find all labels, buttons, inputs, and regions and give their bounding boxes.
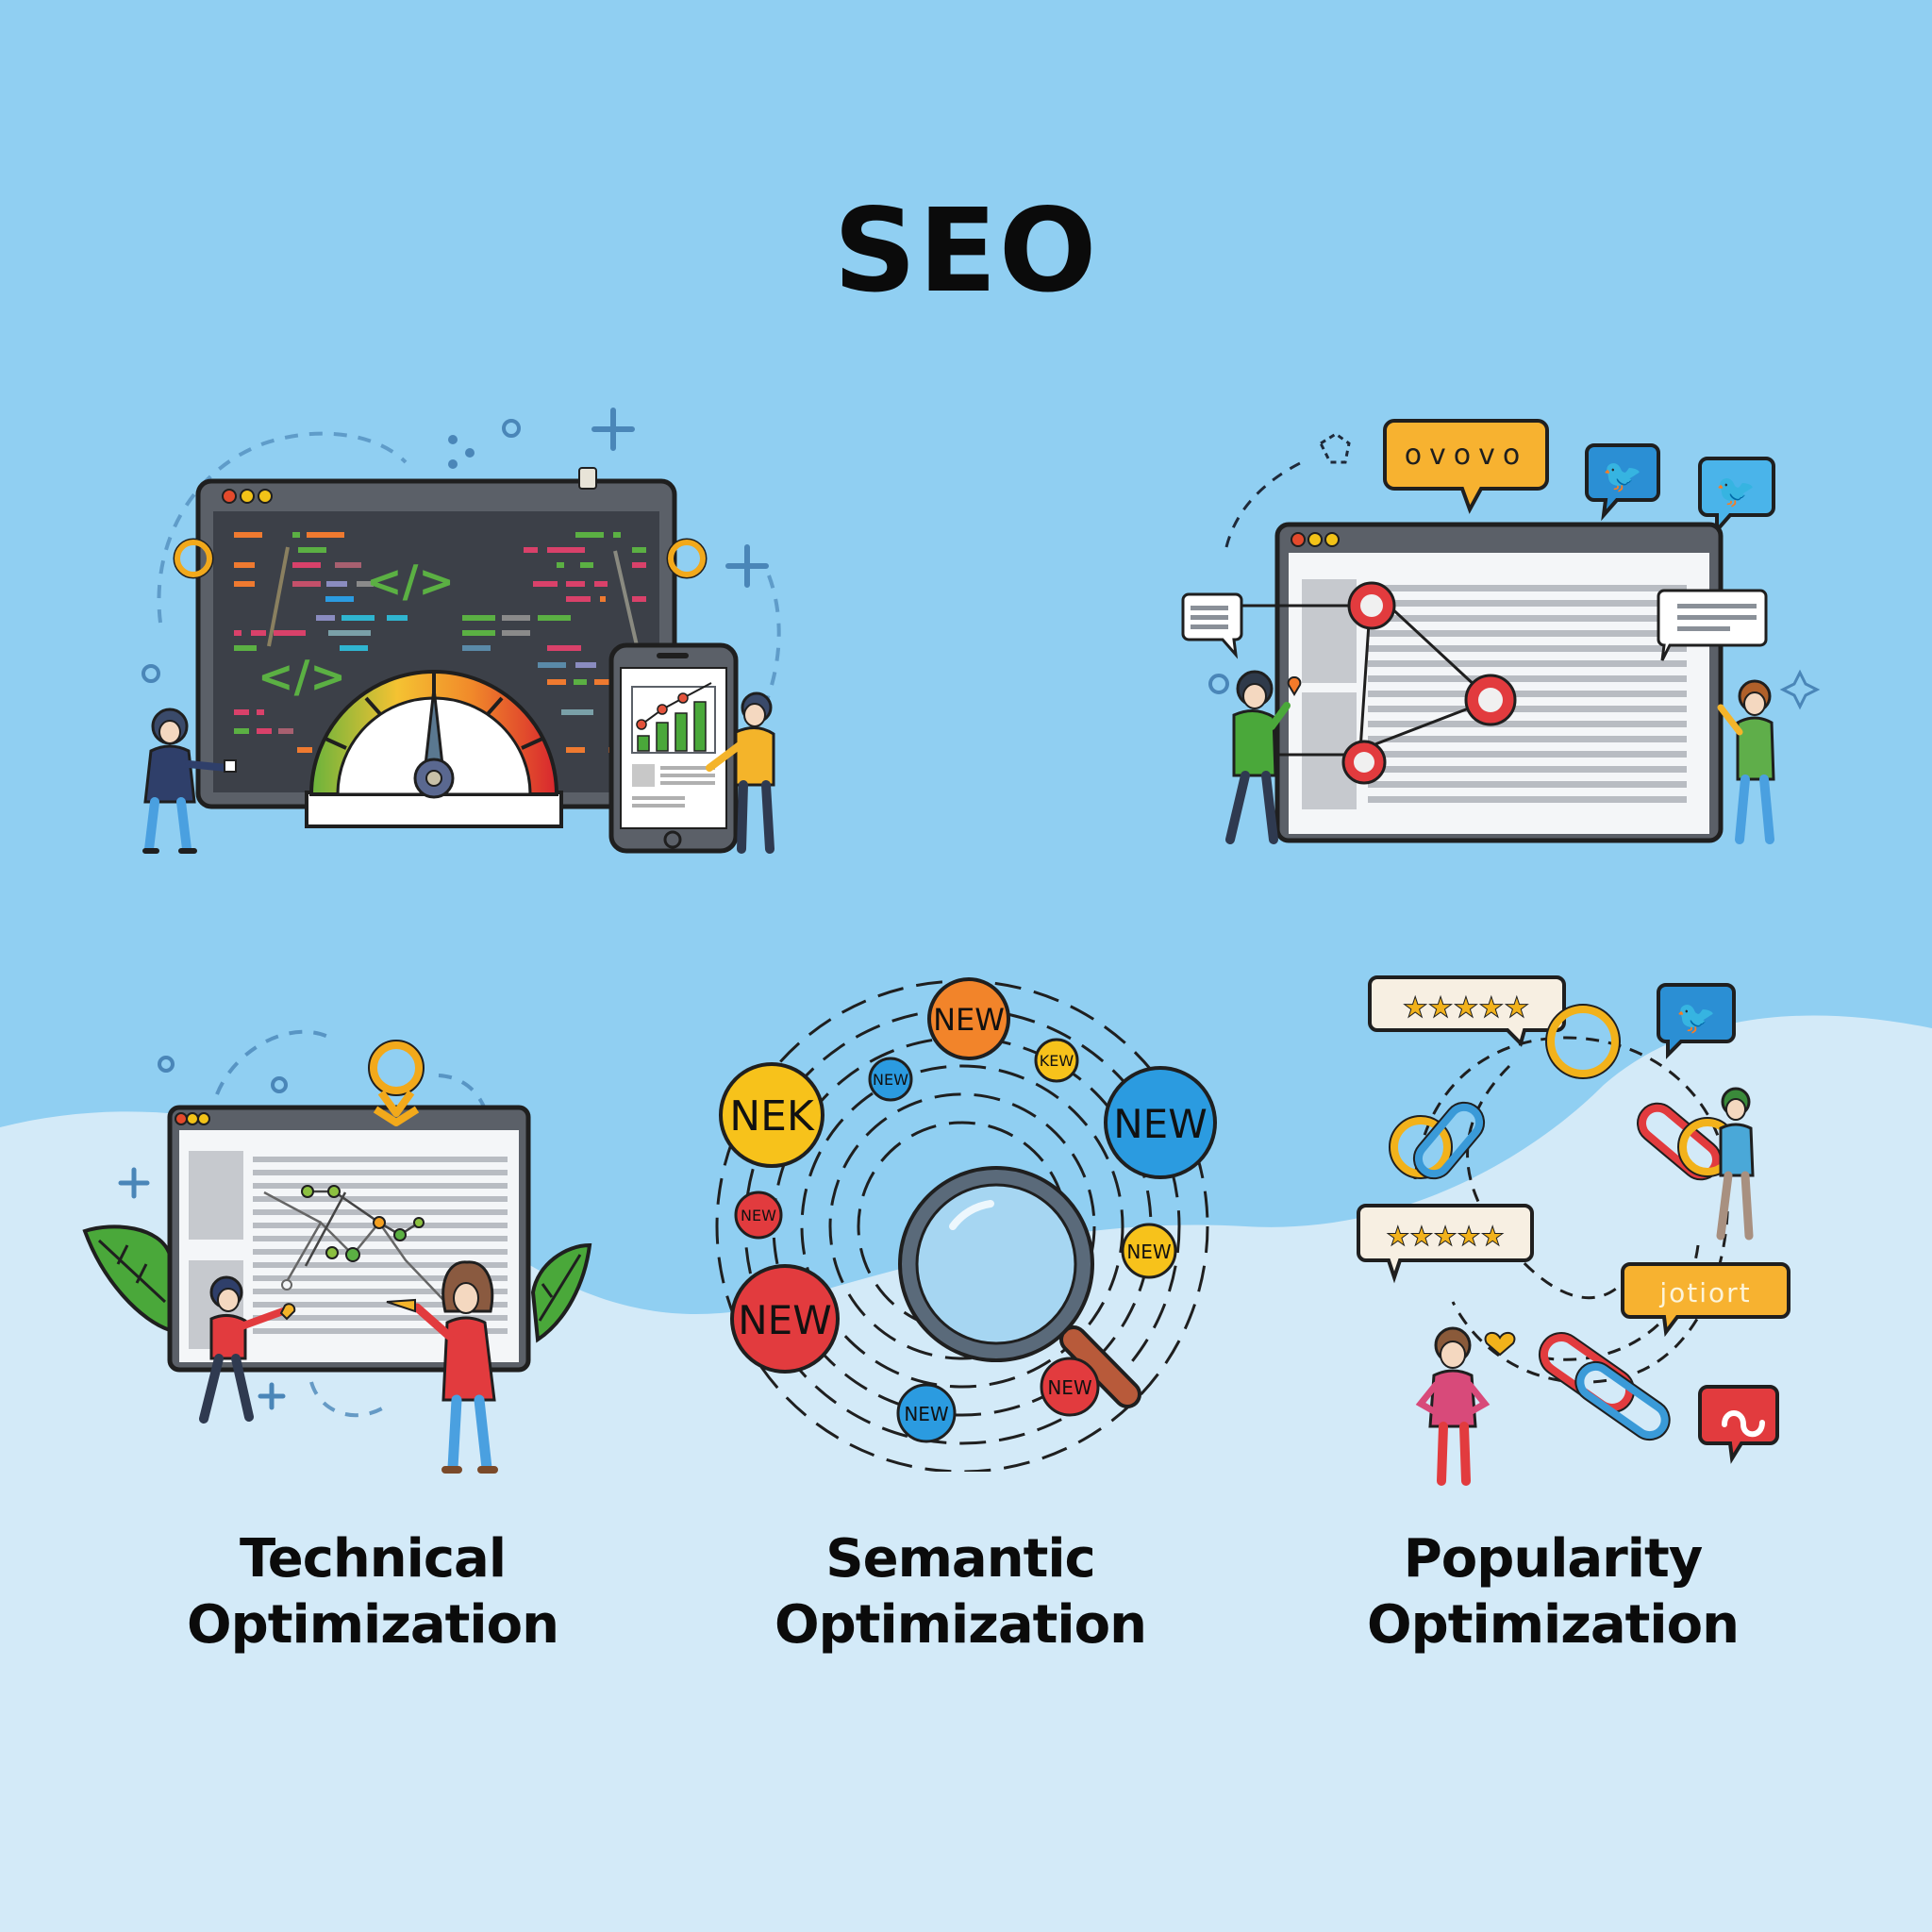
- keyword-bubble: NEW: [927, 977, 1010, 1060]
- ring-icon: [1545, 1004, 1621, 1079]
- keyword-bubble: NEW: [1104, 1066, 1217, 1179]
- window-dot-yellow: [240, 489, 255, 504]
- man-icon: [199, 1275, 296, 1424]
- svg-text:NEW: NEW: [741, 1207, 776, 1224]
- person-left: [142, 708, 237, 854]
- rating-bubble: ★★★★★: [1357, 1204, 1534, 1284]
- bubble-text: jotiort: [1658, 1277, 1751, 1308]
- svg-text:NEW: NEW: [1047, 1376, 1092, 1399]
- caption-popularity: Popularity Optimization: [1307, 1526, 1798, 1658]
- caption-line: Optimization: [1367, 1594, 1740, 1656]
- keyword-bubble: NEW: [1121, 1223, 1177, 1279]
- twitter-bird-icon: 🐦: [1698, 457, 1775, 536]
- code-speed-illustration: </> </>: [142, 408, 781, 854]
- person-right: [706, 691, 775, 854]
- chain-link-icon: [1637, 1102, 1738, 1181]
- svg-text:NEW: NEW: [1126, 1241, 1172, 1263]
- caption-line: Optimization: [774, 1594, 1147, 1656]
- caption-line: Semantic: [825, 1528, 1095, 1590]
- caption-semantic: Semantic Optimization: [715, 1526, 1206, 1658]
- network-graph: [1236, 581, 1517, 785]
- keyword-bubble: NEW: [896, 1383, 957, 1443]
- twitter-bird-icon: 🐦: [1657, 983, 1736, 1059]
- person-top: [1716, 1087, 1755, 1241]
- bubble-text: ovovo: [1405, 439, 1528, 472]
- chain-link-icon: [1538, 1332, 1671, 1441]
- caption-line: Popularity: [1403, 1528, 1704, 1590]
- page-title: SEO: [833, 184, 1099, 318]
- comment-bubble-right: [1657, 589, 1768, 661]
- svg-text:NEW: NEW: [904, 1403, 949, 1425]
- dashed-arc-decor: [157, 431, 408, 624]
- code-tag-icon: </>: [366, 556, 455, 607]
- comment-bubble-left: [1181, 592, 1243, 659]
- keyword-bubble: NEW: [868, 1057, 913, 1102]
- svg-text:NEK: NEK: [729, 1092, 815, 1141]
- rating-bubble: ★★★★★: [1368, 975, 1566, 1047]
- svg-text:NEW: NEW: [873, 1071, 908, 1089]
- line-chart: [263, 1185, 446, 1303]
- caption-technical: Technical Optimization: [127, 1526, 618, 1658]
- mobile-phone-chart: [608, 642, 739, 854]
- chain-link-icon: [1389, 1101, 1486, 1180]
- leaf-left-icon: [82, 1224, 172, 1333]
- person-left: [1225, 670, 1302, 844]
- svg-text:NEW: NEW: [1113, 1101, 1207, 1147]
- semantic-illustration: NEW NEK NEW KEW NEW NEW NEW NEW NEW NEW: [715, 977, 1217, 1472]
- svg-text:NEW: NEW: [933, 1002, 1005, 1038]
- code-lines: [234, 532, 646, 753]
- speech-bubble-ovovo: ovovo: [1383, 419, 1549, 514]
- woman-icon: [386, 1260, 498, 1474]
- stars-icon: ★★★★★: [1386, 1221, 1505, 1252]
- caption-line: Optimization: [187, 1594, 559, 1656]
- leaf-right-icon: [530, 1242, 592, 1343]
- twitter-bird-icon: 🐦: [1585, 443, 1660, 522]
- keyword-bubble: NEW: [734, 1191, 783, 1240]
- svg-text:🐦: 🐦: [1676, 999, 1716, 1037]
- keyword-bubble: KEW: [1034, 1038, 1079, 1083]
- link-graph-illustration: ovovo 🐦 🐦: [1181, 419, 1821, 844]
- keyword-bubble: NEW: [730, 1264, 840, 1374]
- person-bottom: [1415, 1326, 1491, 1486]
- person-right: [1717, 679, 1775, 844]
- magnifying-glass-icon: [898, 1166, 1141, 1408]
- pin-icon: [578, 467, 597, 490]
- sparkle-plus-icon: [725, 544, 769, 588]
- share-link-icon: [1698, 1385, 1779, 1464]
- speech-bubble-jotiort: jotiort: [1621, 1262, 1790, 1338]
- svg-text:NEW: NEW: [738, 1297, 831, 1343]
- keyword-bubble: NEK: [719, 1062, 824, 1168]
- technical-illustration: [82, 1029, 592, 1474]
- speedometer-gauge: [305, 670, 563, 828]
- window-dot-yellow: [258, 489, 273, 504]
- svg-text:KEW: KEW: [1040, 1052, 1074, 1070]
- caption-line: Technical: [239, 1528, 507, 1590]
- stars-icon: ★★★★★: [1403, 991, 1529, 1024]
- window-dot-red: [222, 489, 237, 504]
- code-tag-icon: </>: [258, 651, 346, 702]
- popularity-illustration: ★★★★★ 🐦 ★★★★★ jotiort: [1357, 975, 1790, 1486]
- heart-icon: [1484, 1331, 1516, 1357]
- svg-text:🐦: 🐦: [1716, 473, 1756, 510]
- sparkle-plus-icon: [591, 408, 635, 451]
- location-pin-icon: [368, 1040, 425, 1126]
- svg-text:🐦: 🐦: [1603, 458, 1642, 495]
- keyword-bubble: NEW: [1040, 1357, 1100, 1417]
- sparkle-circle-icon: [502, 419, 521, 438]
